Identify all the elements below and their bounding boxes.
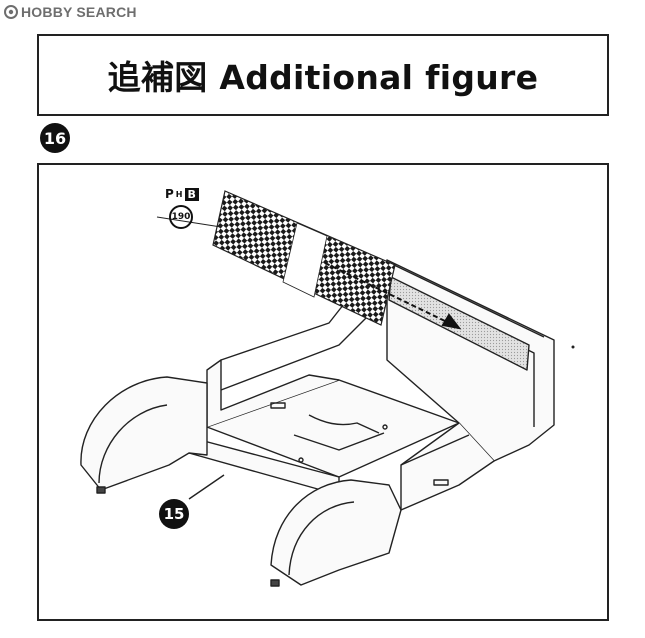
part-marker-letter: B bbox=[184, 187, 199, 201]
part-number-circle: 190 bbox=[169, 205, 193, 229]
hobby-search-watermark: HOBBY SEARCH bbox=[4, 4, 137, 20]
reference-step-badge: 15 bbox=[159, 499, 189, 529]
reference-step-number: 15 bbox=[163, 505, 185, 523]
title-box: 追補図 Additional figure bbox=[37, 34, 609, 116]
part-marker-sub: H bbox=[175, 189, 183, 199]
page-title: 追補図 Additional figure bbox=[107, 58, 539, 97]
part-marker-prefix: P bbox=[165, 187, 174, 201]
floor-pan-outline bbox=[80, 259, 555, 587]
hobby-search-logo-icon bbox=[4, 5, 18, 19]
checkered-decal-sheet bbox=[212, 190, 396, 326]
chassis-assembly-illustration bbox=[80, 190, 575, 587]
watermark-text: HOBBY SEARCH bbox=[21, 4, 137, 20]
step-number: 16 bbox=[43, 128, 67, 148]
step-number-badge: 16 bbox=[40, 123, 70, 153]
part-number: 190 bbox=[171, 212, 191, 222]
ref-dot bbox=[571, 345, 575, 349]
attach-direction-arrow bbox=[324, 262, 462, 330]
